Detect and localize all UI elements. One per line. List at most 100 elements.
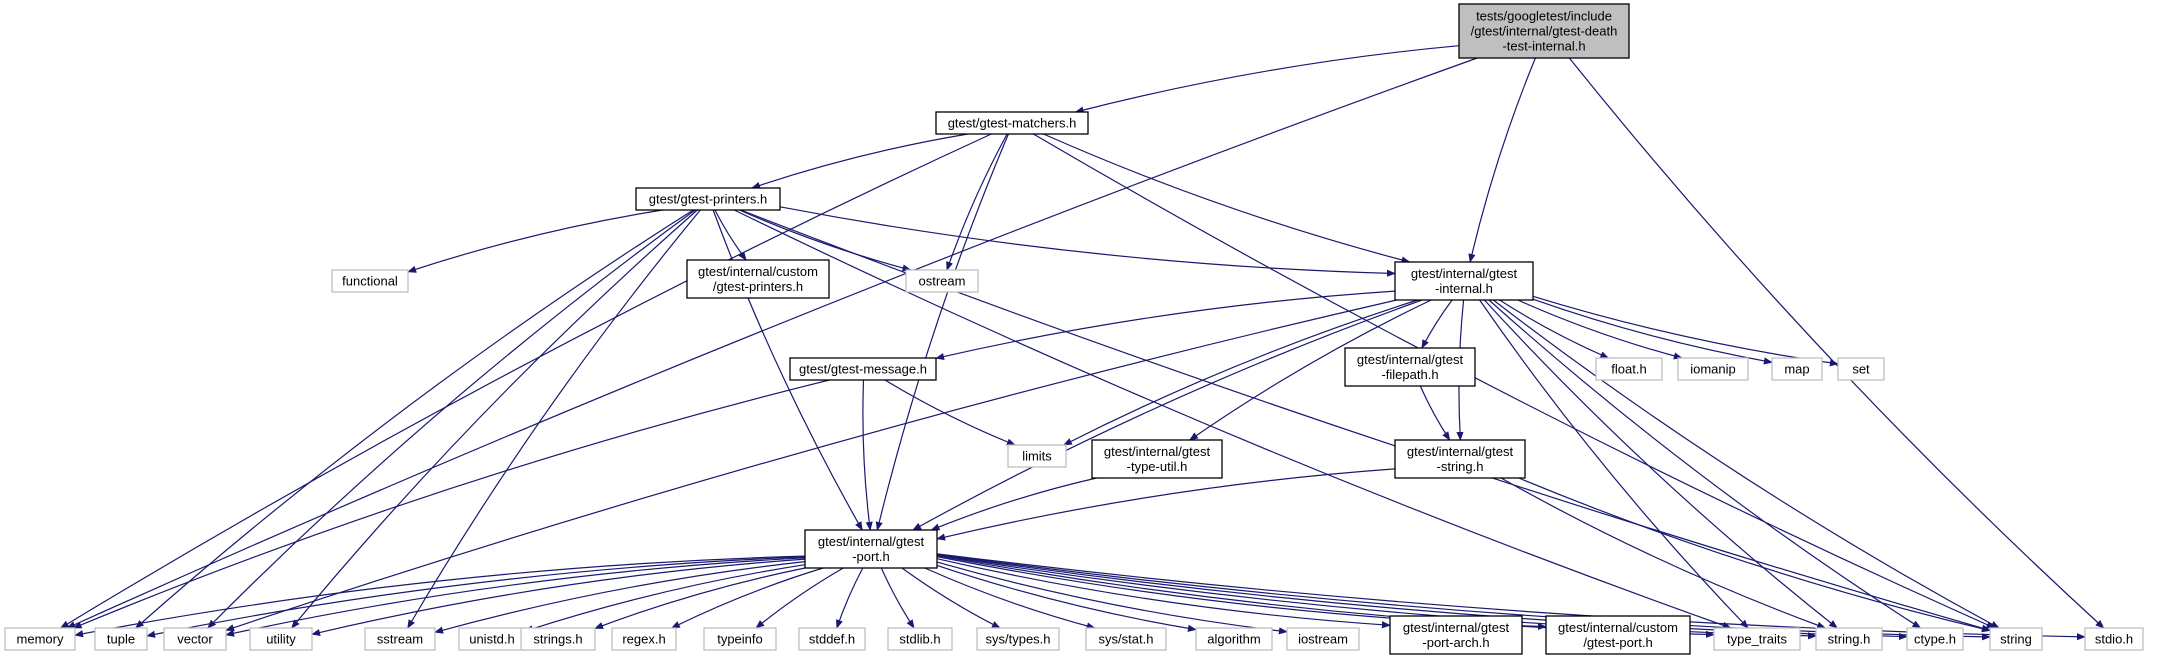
node-label: gtest/internal/gtest [1403,620,1510,635]
node-label: gtest/internal/gtest [1407,444,1514,459]
node-box [703,627,777,651]
node-label: string [2000,632,2032,647]
node-box [798,627,866,651]
node-printers[interactable]: gtest/gtest-printers.h [635,187,781,211]
edge-type_util-to-port [930,477,1097,531]
node-box [249,627,313,651]
node-box [1713,627,1801,651]
edge-internal-to-vector [225,299,1397,632]
node-box [364,627,436,651]
edge-internal-to-string_c [1483,299,1838,629]
node-label: gtest/internal/gtest [818,534,925,549]
node-limits: limits [1007,444,1067,468]
node-label: -string.h [1437,459,1484,474]
node-message[interactable]: gtest/gtest-message.h [789,357,937,381]
node-label: sstream [377,632,423,647]
edge-internal-to-string [1492,299,2000,629]
edge-port-to-stddef [836,567,864,629]
node-sysstat: sys/stat.h [1085,627,1167,651]
node-stdio: stdio.h [2084,627,2144,651]
node-label: iomanip [1690,362,1736,377]
edge-port-to-sysstat [924,567,1096,630]
node-box [1286,627,1360,651]
node-label: memory [17,632,64,647]
node-typeinfo: typeinfo [703,627,777,651]
node-string-c: string.h [1815,627,1883,651]
node-float-h: float.h [1595,357,1663,381]
edge-matchers-to-ostream [946,133,1008,271]
node-regex: regex.h [611,627,677,651]
edge-layer [59,45,2105,641]
node-string-h-gt[interactable]: gtest/internal/gtest-string.h [1394,439,1526,479]
node-label: string.h [1828,632,1871,647]
node-box [1085,627,1167,651]
node-label: sys/types.h [985,632,1050,647]
node-type-util[interactable]: gtest/internal/gtest-type-util.h [1091,439,1223,479]
node-internal[interactable]: gtest/internal/gtest-internal.h [1394,261,1534,301]
edge-port-to-memory [74,555,806,638]
node-label: /gtest-port.h [1583,635,1652,650]
edge-printers-to-custom_printers [714,209,747,261]
edge-internal-to-set [1532,295,1839,367]
node-root[interactable]: tests/googletest/include/gtest/internal/… [1458,3,1630,59]
node-label: ostream [919,274,966,289]
node-label: strings.h [533,632,582,647]
edge-matchers-to-printers [751,133,969,189]
node-custom-port[interactable]: gtest/internal/custom/gtest-port.h [1545,615,1691,655]
node-label: gtest/gtest-message.h [799,362,927,377]
node-iostream: iostream [1286,627,1360,651]
node-label: type_traits [1727,632,1787,647]
node-box [1344,347,1476,387]
node-label: -type-util.h [1127,459,1188,474]
node-label: /gtest/internal/gtest-death [1471,24,1618,39]
node-label: gtest/internal/custom [698,264,818,279]
node-label: stddef.h [809,632,855,647]
node-box [1458,3,1630,59]
node-box [2084,627,2144,651]
edge-root-to-internal [1468,57,1536,263]
node-port[interactable]: gtest/internal/gtest-port.h [804,529,938,569]
node-box [1394,261,1534,301]
node-box [789,357,937,381]
node-sstream: sstream [364,627,436,651]
node-unistd: unistd.h [458,627,526,651]
edge-string_h_gt-to-string [1518,477,1991,633]
node-port-arch[interactable]: gtest/internal/gtest-port-arch.h [1389,615,1523,655]
node-filepath[interactable]: gtest/internal/gtest-filepath.h [1344,347,1476,387]
edge-printers-to-vector [207,209,696,629]
node-box [4,627,76,651]
edge-internal-to-message [935,290,1396,360]
node-box [1815,627,1883,651]
node-label: ctype.h [1914,632,1956,647]
edge-matchers-to-string [1033,133,1996,629]
edge-message-to-limits [884,379,1016,446]
node-custom-printers[interactable]: gtest/internal/custom/gtest-printers.h [686,259,830,299]
node-label: -test-internal.h [1502,39,1585,54]
node-label: tests/googletest/include [1476,9,1612,24]
edge-internal-to-map [1532,298,1773,365]
edge-message-to-memory [72,379,830,629]
node-label: vector [177,632,213,647]
edge-root-to-matchers [1074,45,1460,114]
node-label: float.h [1611,362,1646,377]
node-box [976,627,1060,651]
node-matchers[interactable]: gtest/gtest-matchers.h [935,111,1089,135]
node-label: gtest/gtest-matchers.h [948,116,1077,131]
edge-port-to-vector [225,557,806,637]
node-label: -internal.h [1435,281,1493,296]
edge-printers-to-utility [291,209,698,629]
node-box [1989,627,2043,651]
node-label: gtest/internal/custom [1558,620,1678,635]
node-label: unistd.h [469,632,515,647]
node-box [1545,615,1691,655]
node-label: gtest/internal/gtest [1357,352,1464,367]
node-ctype: ctype.h [1906,627,1964,651]
edge-port-to-regex [670,567,824,629]
node-label: tuple [107,632,135,647]
node-box [935,111,1089,135]
node-label: limits [1022,449,1052,464]
node-type-traits: type_traits [1713,627,1801,651]
node-label: functional [342,274,398,289]
node-functional: functional [331,269,409,293]
node-box [905,269,979,293]
